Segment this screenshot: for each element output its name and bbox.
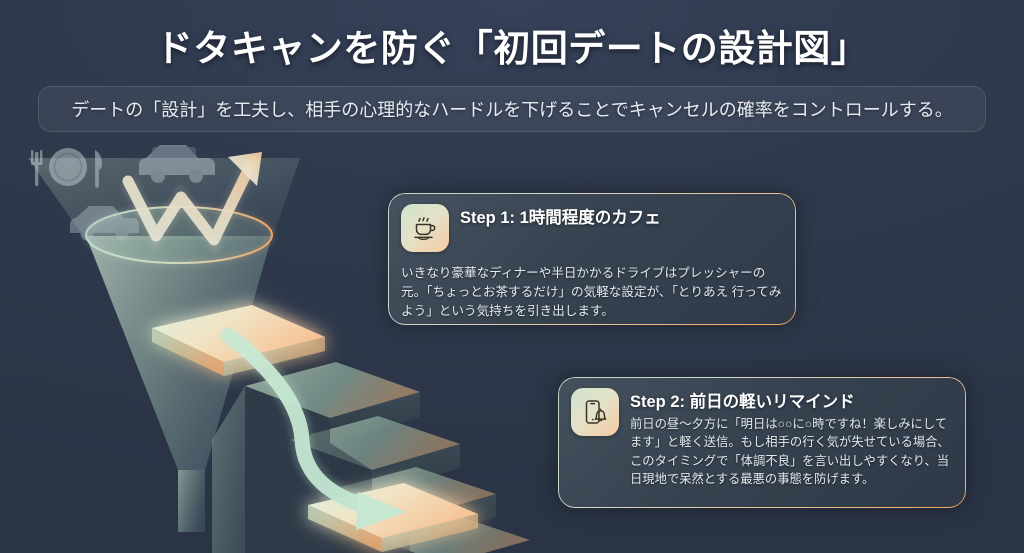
step-card-1[interactable]: Step 1: 1時間程度のカフェ いきなり豪華なディナーや半日かかるドライブは… (388, 193, 796, 325)
step-card-2[interactable]: Step 2: 前日の軽いリマインド 前日の昼〜夕方に「明日は○○に○時ですね！… (558, 377, 966, 508)
dinner-icon (31, 148, 102, 188)
step-card-2-body: 前日の昼〜夕方に「明日は○○に○時ですね！楽しみにしてます」と軽く送信。もし相手… (630, 417, 950, 487)
step-card-2-title: Step 2: 前日の軽いリマインド (630, 393, 855, 411)
car-icon-lower (70, 206, 139, 241)
subtitle-banner: デートの「設計」を工夫し、相手の心理的なハードルを下げることでキャンセルの確率を… (38, 86, 986, 132)
coffee-cup-icon (401, 204, 449, 252)
subtitle-text: デートの「設計」を工夫し、相手の心理的なハードルを下げることでキャンセルの確率を… (71, 100, 953, 120)
phone-bell-icon (571, 388, 619, 436)
page-title: ドタキャンを防ぐ「初回デートの設計図」 (155, 28, 869, 69)
funnel-stairs-illustration (28, 145, 530, 553)
step-card-1-body: いきなり豪華なディナーや半日かかるドライブはプレッシャーの元。「ちょっとお茶する… (401, 266, 782, 319)
car-icon-upper (139, 145, 215, 183)
step-card-1-title: Step 1: 1時間程度のカフェ (460, 209, 661, 227)
growth-arrow-icon (120, 152, 262, 256)
flow-arrow (220, 326, 406, 530)
